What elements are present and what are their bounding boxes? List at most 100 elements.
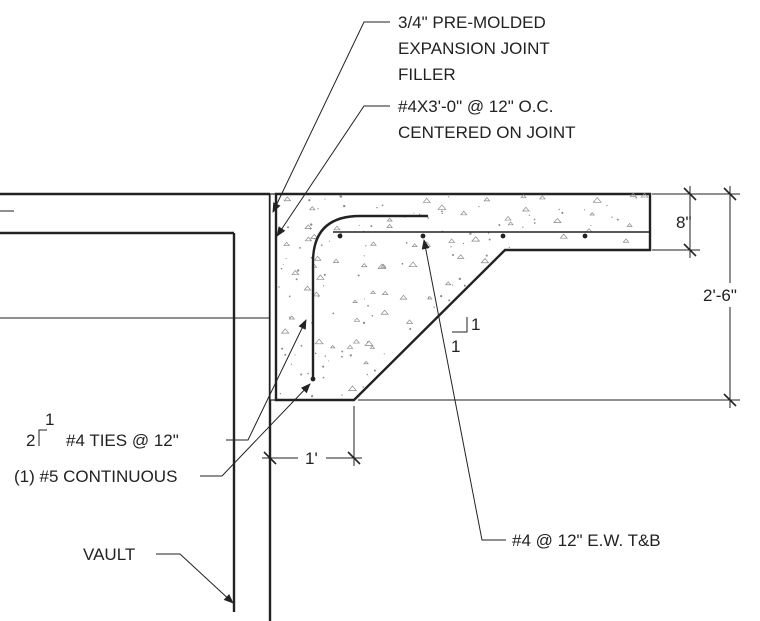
concrete-speck	[427, 217, 430, 219]
concrete-aggregate	[589, 212, 595, 216]
concrete-speck	[314, 238, 316, 240]
concrete-speck	[462, 242, 465, 245]
concrete-aggregate	[363, 360, 369, 365]
concrete-speck	[363, 255, 365, 257]
concrete-aggregate	[360, 262, 368, 268]
note-continuous: (1) #5 CONTINUOUS	[14, 383, 311, 486]
concrete-speck	[561, 211, 564, 214]
concrete-speck	[294, 354, 296, 356]
concrete-speck	[310, 223, 313, 226]
concrete-aggregate	[333, 225, 341, 231]
concrete-speck	[358, 224, 360, 226]
concrete-aggregate	[352, 339, 361, 344]
concrete-speck	[281, 347, 284, 350]
concrete-aggregate	[304, 224, 313, 229]
concrete-aggregate	[640, 192, 649, 198]
rebar-dot	[500, 233, 506, 239]
concrete-speck	[285, 258, 287, 260]
concrete-aggregate	[346, 344, 354, 349]
vault-label: VAULT	[83, 545, 135, 564]
dim-depth-text: 2'-6"	[703, 286, 737, 305]
concrete-speck	[310, 394, 314, 398]
slope-symbol: 1 1	[451, 315, 480, 356]
concrete-aggregate	[559, 233, 568, 239]
ew-label: #4 @ 12" E.W. T&B	[512, 531, 661, 550]
concrete-speck	[332, 312, 335, 315]
concrete-speck	[300, 344, 303, 347]
concrete-aggregate	[411, 243, 418, 247]
concrete-speck	[590, 224, 592, 226]
dimension-2ft6in: 2'-6"	[358, 186, 754, 408]
concrete-speck	[308, 199, 311, 202]
concrete-speck	[341, 355, 343, 358]
concrete-speck	[364, 298, 366, 300]
concrete-speck	[488, 238, 491, 241]
concrete-speck	[367, 341, 369, 343]
leader-ew	[421, 239, 506, 541]
concrete-aggregate	[437, 204, 447, 210]
concrete-speck	[278, 286, 280, 288]
concrete-speck	[533, 222, 536, 224]
concrete-speck	[367, 304, 369, 307]
concrete-aggregate	[313, 255, 322, 261]
concrete-speck	[448, 196, 450, 198]
concrete-speck	[288, 295, 291, 298]
filler-line-2: EXPANSION JOINT	[398, 39, 550, 58]
rebar-dot	[582, 233, 588, 239]
concrete-speck	[323, 273, 326, 276]
concrete-aggregate	[456, 254, 465, 259]
concrete-aggregate	[377, 263, 387, 269]
concrete-aggregate	[369, 241, 377, 246]
concrete-aggregate	[332, 258, 340, 263]
concrete-speck	[383, 353, 385, 355]
concrete-speck	[290, 363, 293, 365]
concrete-speck	[341, 394, 343, 396]
concrete-aggregate	[314, 338, 324, 345]
concrete-speck	[409, 327, 412, 330]
concrete-aggregate	[280, 328, 290, 334]
concrete-speck	[469, 232, 472, 235]
concrete-aggregate	[386, 217, 393, 222]
concrete-speck	[418, 213, 421, 215]
concrete-speck	[282, 264, 284, 266]
concrete-speck	[295, 278, 298, 281]
concrete-aggregate	[408, 261, 418, 268]
concrete-speck	[478, 206, 480, 208]
concrete-speck	[373, 369, 376, 372]
concrete-speck	[458, 277, 462, 280]
concrete-speck	[427, 296, 429, 298]
concrete-speck	[322, 365, 325, 368]
continuous-label: (1) #5 CONTINUOUS	[14, 467, 177, 486]
concrete-speck	[371, 314, 374, 317]
concrete-speck	[433, 306, 435, 308]
concrete-speck	[323, 285, 325, 287]
dowel-line-2: CENTERED ON JOINT	[398, 123, 576, 142]
concrete-speck	[381, 204, 384, 207]
leader-dowel	[276, 105, 390, 237]
concrete-aggregate	[283, 241, 291, 246]
concrete-speck	[328, 240, 330, 242]
concrete-aggregate	[520, 194, 527, 198]
concrete-aggregate	[421, 241, 432, 247]
concrete-speck	[558, 208, 560, 211]
concrete-speck	[280, 267, 283, 270]
reinforcement	[310, 214, 650, 382]
concrete-speck	[279, 392, 282, 395]
concrete-speck	[327, 360, 329, 362]
concrete-aggregate	[629, 192, 637, 197]
rebar-dot	[420, 233, 426, 239]
concrete-speck	[413, 212, 415, 214]
concrete-speck	[611, 216, 613, 218]
slope-rise: 1	[471, 315, 480, 334]
concrete-speck	[362, 321, 366, 325]
concrete-aggregate	[380, 309, 389, 315]
concrete-speck	[498, 223, 501, 226]
concrete-aggregate	[288, 315, 296, 320]
concrete-speck	[365, 245, 367, 247]
concrete-speck	[322, 376, 325, 379]
concrete-speck	[324, 198, 326, 200]
concrete-aggregate	[353, 317, 361, 322]
concrete-speck	[314, 352, 317, 355]
concrete-speck	[452, 284, 454, 286]
ties-label: #4 TIES @ 12"	[66, 431, 179, 450]
